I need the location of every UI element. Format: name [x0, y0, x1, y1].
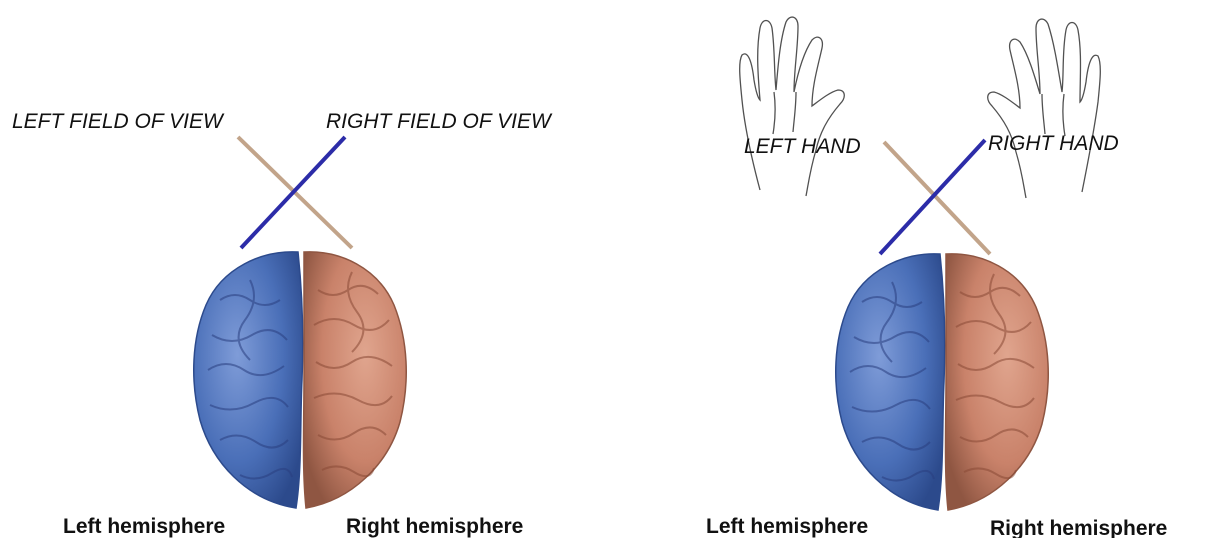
- right-hemisphere-label: Right hemisphere: [346, 515, 523, 538]
- left-panel: LEFT FIELD OF VIEW RIGHT FIELD OF VIEW: [12, 110, 553, 538]
- left-field-of-view-label: LEFT FIELD OF VIEW: [12, 110, 225, 133]
- brain-top-view: [194, 252, 407, 508]
- right-hand-sketch: [988, 19, 1101, 198]
- left-hemisphere-label: Left hemisphere: [63, 515, 225, 538]
- right-hemisphere-label: Right hemisphere: [990, 517, 1167, 538]
- right-hand-label: RIGHT HAND: [988, 132, 1119, 155]
- left-hand-label: LEFT HAND: [744, 135, 861, 158]
- left-hand-sketch: [740, 17, 845, 196]
- left-hemisphere-label: Left hemisphere: [706, 515, 868, 538]
- right-field-of-view-label: RIGHT FIELD OF VIEW: [326, 110, 553, 133]
- left-hand-pathway-tan: [884, 142, 990, 254]
- brain-top-view: [836, 254, 1049, 510]
- right-panel: LEFT HAND RIGHT HAND: [706, 17, 1167, 538]
